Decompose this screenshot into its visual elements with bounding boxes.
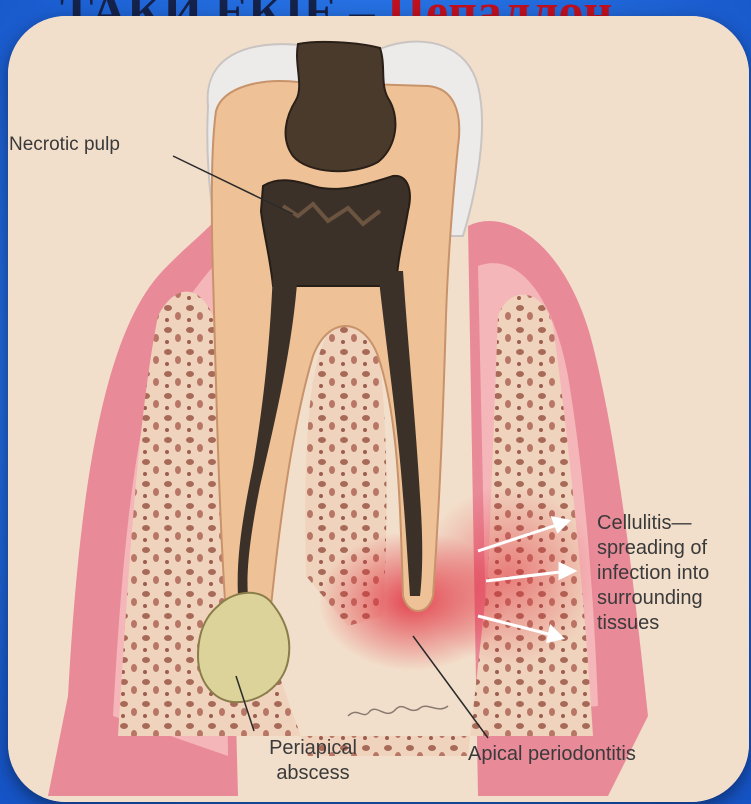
label-cellulitis-line: tissues xyxy=(597,611,749,636)
illustration-card: Necrotic pulp Cellulitis— spreading of i… xyxy=(8,16,749,802)
label-necrotic-pulp: Necrotic pulp xyxy=(9,132,120,157)
label-cellulitis-line: surrounding xyxy=(597,586,749,611)
label-cellulitis-line: spreading of xyxy=(597,536,749,561)
label-periapical-abscess: Periapical abscess xyxy=(258,736,368,786)
label-cellulitis: Cellulitis— spreading of infection into … xyxy=(597,511,749,636)
label-cellulitis-line: Cellulitis— xyxy=(597,511,749,536)
cellulitis-spread xyxy=(418,486,598,666)
necrotic-pulp-chamber xyxy=(261,176,410,286)
label-cellulitis-line: infection into xyxy=(597,561,749,586)
carious-lesion xyxy=(286,42,396,171)
label-periapical-line: abscess xyxy=(258,761,368,786)
label-apical-periodontitis: Apical periodontitis xyxy=(468,742,636,767)
label-periapical-line: Periapical xyxy=(258,736,368,761)
